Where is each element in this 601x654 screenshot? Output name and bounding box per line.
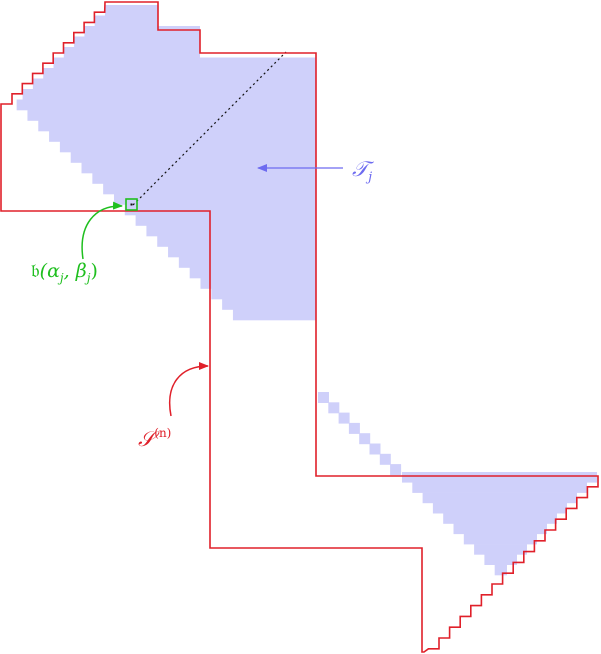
- region-cell: [178, 257, 316, 268]
- region-cell: [318, 392, 329, 403]
- region-cell: [168, 246, 316, 258]
- region-cell: [84, 26, 200, 37]
- region-cell: [189, 267, 316, 279]
- region-cell: [402, 472, 597, 483]
- region-cell: [38, 120, 316, 132]
- region-cell: [32, 78, 317, 90]
- region-cell: [157, 236, 316, 247]
- region-cell: [124, 204, 316, 216]
- b-marker-box: [125, 198, 138, 211]
- region-cell: [43, 68, 316, 79]
- dotted-diagonal: [132, 51, 287, 206]
- sn-arrow: [169, 362, 209, 417]
- region-cell: [422, 492, 577, 504]
- region-cell: [135, 215, 316, 226]
- region-cell: [74, 36, 200, 48]
- b-label: 𝔟(αj, βj): [31, 260, 98, 285]
- region-cell: [412, 482, 587, 493]
- region-cell: [81, 162, 317, 174]
- b-marker-dot: [130, 203, 133, 206]
- region-cell: [222, 299, 316, 310]
- shaded-region-tj: [16, 5, 597, 576]
- region-cell: [63, 47, 200, 58]
- region-cell: [453, 523, 547, 535]
- tj-label: 𝒯j: [352, 157, 375, 185]
- region-cell: [232, 309, 316, 321]
- region-cell: [328, 402, 340, 414]
- region-cell: [70, 152, 317, 163]
- b-arrow: [81, 201, 123, 260]
- region-cell: [432, 502, 567, 514]
- region-cell: [338, 412, 350, 424]
- region-cell: [103, 183, 316, 195]
- region-cell: [463, 533, 537, 545]
- region-cell: [94, 15, 158, 27]
- region-cell: [474, 544, 527, 555]
- region-cell: [348, 422, 360, 434]
- region-cell: [211, 288, 316, 300]
- region-cell: [484, 554, 517, 565]
- sn-label: 𝒮(n): [138, 426, 171, 451]
- region-cell: [16, 99, 316, 111]
- region-cell: [113, 194, 316, 205]
- region-cell: [369, 443, 381, 455]
- region-cell: [92, 173, 316, 184]
- region-cell: [200, 278, 316, 289]
- region-cell: [494, 564, 507, 576]
- region-cell: [27, 110, 316, 121]
- region-cell: [390, 464, 402, 476]
- region-cell: [49, 131, 316, 142]
- region-cell: [443, 513, 557, 524]
- region-cell: [22, 89, 316, 100]
- region-cell: [359, 433, 371, 445]
- region-cell: [379, 453, 391, 465]
- region-cell: [59, 141, 317, 153]
- region-cell: [53, 57, 316, 69]
- region-cell: [105, 5, 158, 16]
- region-cell: [146, 225, 316, 237]
